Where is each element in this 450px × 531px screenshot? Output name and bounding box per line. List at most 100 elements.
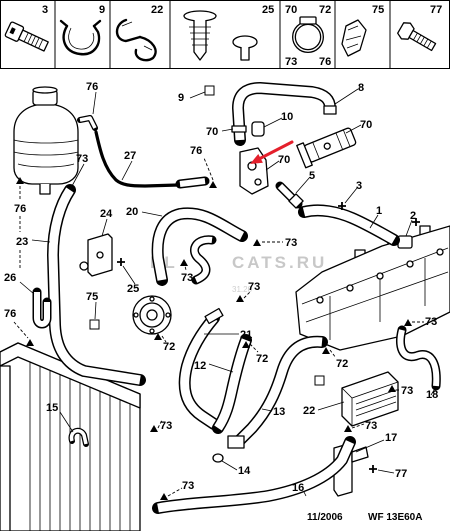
callout-70: 70 xyxy=(360,119,372,131)
callout-75: 75 xyxy=(86,291,98,303)
clamp-triangle xyxy=(209,181,217,188)
callout-73: 73 xyxy=(182,480,194,492)
connector-10 xyxy=(251,121,265,137)
hose-clip-icon xyxy=(59,19,102,56)
hose-27-tube xyxy=(94,130,180,188)
clamp-band-core xyxy=(293,22,323,52)
trim-clip-head xyxy=(232,35,258,49)
hose-21-core xyxy=(180,315,218,428)
callout-15: 15 xyxy=(46,402,58,414)
screw-marker xyxy=(412,218,420,226)
head-bolt xyxy=(436,248,444,256)
callout-9: 9 xyxy=(178,92,184,104)
callout-5: 5 xyxy=(309,170,315,182)
hose-8-core xyxy=(233,83,335,141)
clip-outer xyxy=(62,24,101,56)
rivet-ribs xyxy=(189,26,211,46)
hose-15-core xyxy=(69,429,88,445)
clamp-triangle xyxy=(160,493,168,500)
callout-72: 72 xyxy=(336,358,348,370)
clamp-square xyxy=(204,85,215,96)
callout-1: 1 xyxy=(376,205,382,217)
clamp-triangle xyxy=(26,339,34,346)
screw-marker xyxy=(369,465,377,473)
tank-cap-top xyxy=(32,86,58,94)
legend-label-9: 9 xyxy=(99,4,105,16)
callout-2: 2 xyxy=(410,210,416,222)
watermark-right: CATS.RU xyxy=(232,253,327,272)
spring-clip-icon xyxy=(341,19,367,57)
callout-leaders xyxy=(19,88,437,497)
cooler-center xyxy=(146,309,158,321)
tank-outlet xyxy=(39,184,51,195)
pointer-arrow xyxy=(250,140,294,164)
callouts: 76 9 8 70 10 70 73 27 76 70 5 3 1 2 76 2… xyxy=(4,81,438,494)
callout-73: 73 xyxy=(160,420,172,432)
callout-16: 16 xyxy=(292,482,304,494)
callout-3: 3 xyxy=(356,180,362,192)
cylinder-head xyxy=(295,225,450,351)
clip-tabs xyxy=(59,19,102,28)
legend-label-3: 3 xyxy=(42,4,48,16)
watermark-stamp: 31.20 xyxy=(232,285,253,294)
head-detail-lines xyxy=(301,247,449,340)
bracket-grommet xyxy=(79,261,89,271)
fitting-body xyxy=(397,235,413,249)
legend-strip: 3 9 22 25 70 72 xyxy=(0,0,450,69)
callout-73: 73 xyxy=(181,272,193,284)
clamp-triangle xyxy=(404,319,412,326)
clamp-70 xyxy=(231,125,247,133)
diagram-date: 11/2006 xyxy=(307,512,343,523)
fitting-2 xyxy=(397,235,413,249)
clamp-dashed-leaders xyxy=(13,157,424,497)
hose-76-elbow-core xyxy=(79,116,97,129)
cooler-bolt xyxy=(165,312,171,318)
legend-label-70: 70 xyxy=(285,4,297,16)
hose-23-core xyxy=(48,187,141,385)
oil-cooler-round xyxy=(132,295,172,335)
legend-label-22: 22 xyxy=(151,4,163,16)
callout-72: 72 xyxy=(163,341,175,353)
clip-detail xyxy=(121,21,153,51)
callout-26: 26 xyxy=(4,272,16,284)
callout-73: 73 xyxy=(365,420,377,432)
bracket-24 xyxy=(79,233,113,277)
clamp-triangle xyxy=(322,347,330,354)
radiator-side-tank xyxy=(0,365,11,531)
clip-inner xyxy=(68,27,95,50)
tank-body xyxy=(13,103,79,185)
callout-17: 17 xyxy=(385,432,397,444)
cooler-bolt xyxy=(149,296,155,302)
callout-22: 22 xyxy=(303,405,315,417)
legend-label-77: 77 xyxy=(430,4,442,16)
pipe-rings xyxy=(312,129,351,160)
clamp-triangle xyxy=(388,385,396,392)
clamp-triangle xyxy=(242,341,250,348)
callout-25: 25 xyxy=(127,283,139,295)
head-body xyxy=(295,225,450,351)
clamp-square xyxy=(314,375,325,386)
legend-label-25: 25 xyxy=(262,4,274,16)
clamp-markers xyxy=(13,85,424,500)
hose-18-core xyxy=(397,329,440,387)
pipe-14 xyxy=(212,453,224,463)
double-clip-icon xyxy=(115,18,157,62)
legend-label-72: 72 xyxy=(319,4,331,16)
callout-13: 13 xyxy=(273,406,285,418)
spring-clip-detail xyxy=(345,25,362,49)
arrow-head xyxy=(250,154,263,164)
callout-12: 12 xyxy=(194,360,206,372)
callout-77: 77 xyxy=(395,468,407,480)
callout-76: 76 xyxy=(86,81,98,93)
head-bolt xyxy=(346,284,354,292)
bolt-socket xyxy=(9,27,16,35)
clamp-triangle xyxy=(253,239,261,246)
clamp-ear xyxy=(299,16,317,25)
hose-12-core xyxy=(214,338,251,431)
callout-14: 14 xyxy=(238,465,251,477)
legend-label-73: 73 xyxy=(285,56,297,68)
bracket-hole xyxy=(96,251,104,259)
clamp-triangle xyxy=(236,295,244,302)
legend-label-76: 76 xyxy=(319,56,331,68)
